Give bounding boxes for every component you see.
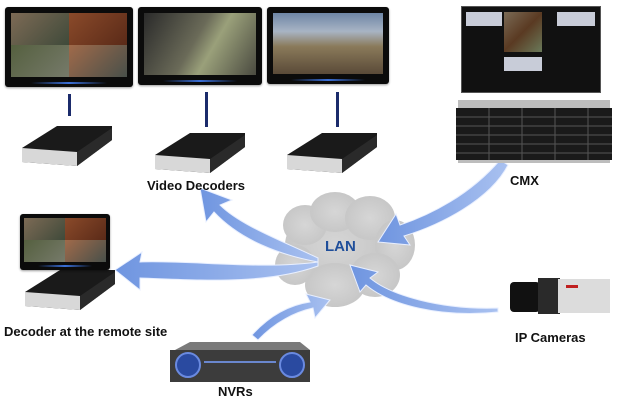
monitor-2 — [138, 7, 262, 85]
cable-3 — [336, 92, 339, 127]
remote-decoder-label: Decoder at the remote site — [4, 324, 168, 339]
lan-label: LAN — [325, 238, 356, 255]
ip-cameras-label: IP Cameras — [515, 330, 586, 345]
remote-monitor — [20, 214, 110, 270]
arrow-cmx-to-lan — [377, 159, 509, 246]
remote-decoder — [25, 270, 115, 310]
monitor-1 — [5, 7, 133, 87]
video-decoder-1 — [22, 126, 112, 166]
video-decoder-2 — [155, 133, 245, 173]
cable-1 — [68, 94, 71, 116]
cable-2 — [205, 92, 208, 127]
arrow-lan-to-remote-decoder — [114, 250, 319, 292]
cmx-server — [456, 100, 612, 163]
nvrs-label: NVRs — [218, 384, 253, 399]
monitor-3 — [267, 7, 389, 84]
nvr-device — [170, 342, 310, 382]
arrow-ip-cameras-to-lan — [349, 264, 499, 314]
video-decoder-3 — [287, 133, 377, 173]
cmx-monitor — [461, 6, 601, 93]
ip-camera — [510, 278, 610, 314]
video-decoders-label: Video Decoders — [147, 178, 246, 193]
arrow-nvrs-to-lan — [251, 293, 331, 341]
cmx-label: CMX — [510, 173, 539, 188]
arrow-lan-to-video-decoders — [199, 187, 319, 263]
